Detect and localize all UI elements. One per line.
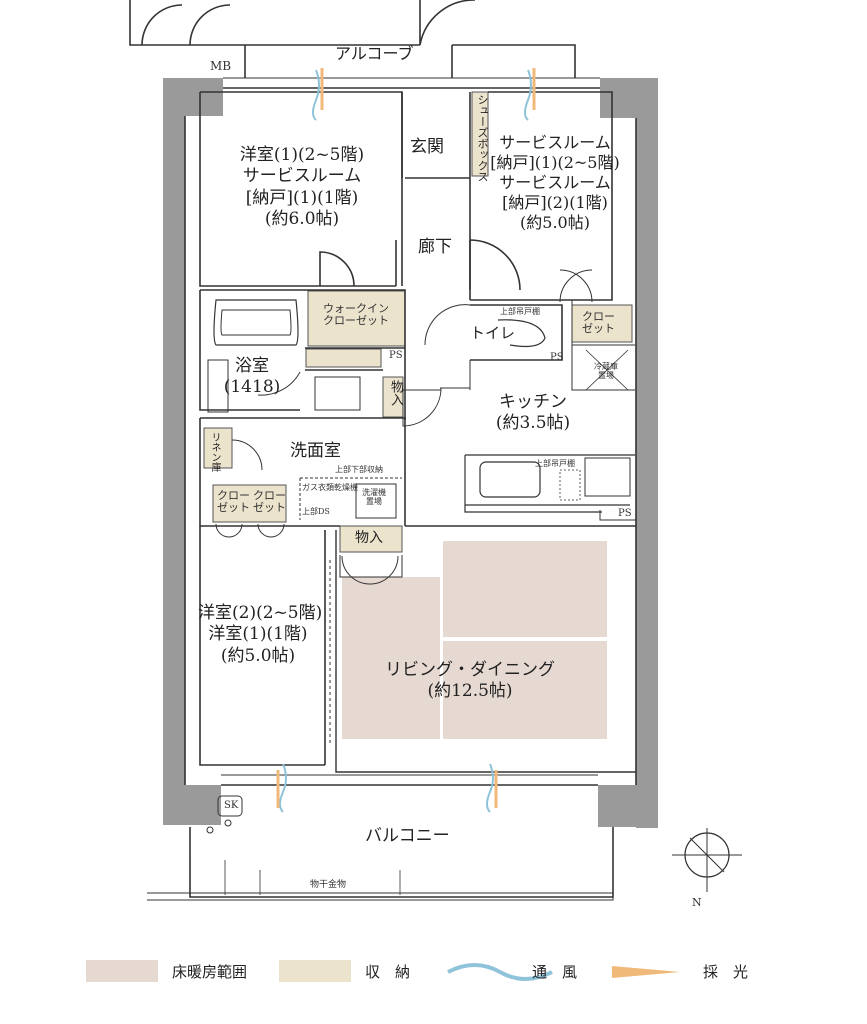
label-linen: リネン庫	[209, 432, 220, 472]
label-mb: MB	[210, 59, 232, 73]
label-living-dining: リビング・ダイニング(約12.5帖)	[385, 660, 555, 702]
label-closet-1: クローゼット	[217, 489, 250, 515]
label-shoe-box: シューズボックス	[476, 94, 489, 182]
floor-heating-area	[342, 541, 607, 739]
legend-swatch-storage	[279, 960, 351, 982]
label-ps-2: PS	[550, 352, 564, 363]
label-washroom: 洗面室	[290, 441, 341, 461]
label-upper-shelf-2: 上部吊戸棚	[535, 459, 575, 468]
legend-light: 採 光	[703, 962, 749, 981]
label-western-room-2: 洋室(2)(2~5階)洋室(1)(1階)(約5.0帖)	[198, 603, 323, 666]
legend-swatch-ventilation	[447, 963, 553, 981]
label-closet-2: クローゼット	[253, 489, 286, 515]
legend-ventilation: 通 風	[532, 962, 578, 981]
label-balcony: バルコニー	[365, 826, 450, 846]
label-storage-2: 物入	[355, 530, 383, 546]
label-corridor: 廊下	[418, 237, 452, 257]
legend-floor-heating: 床暖房範囲	[172, 962, 248, 981]
label-alcove: アルコーブ	[335, 44, 414, 63]
legend-storage: 収 納	[365, 962, 411, 981]
label-closet-kitchen: クローゼット	[582, 310, 615, 336]
label-toilet: トイレ	[470, 324, 516, 342]
label-gas-dryer: ガス衣類乾燥機	[302, 483, 358, 492]
label-ps-3: PS	[618, 508, 632, 519]
label-bath: 浴室(1418)	[223, 356, 281, 398]
label-storage-1: 物入	[388, 380, 403, 406]
exterior-walls	[163, 78, 658, 828]
label-walk-in-closet: ウォークインクローゼット	[323, 302, 389, 328]
label-ps-1: PS	[389, 350, 403, 361]
legend-swatch-floor-heating	[86, 960, 158, 982]
label-kitchen: キッチン(約3.5帖)	[495, 392, 571, 434]
legend-swatch-light	[612, 966, 680, 978]
label-western-room-1: 洋室(1)(2~5階)サービスルーム[納戸](1)(1階)(約6.0帖)	[239, 145, 365, 229]
label-sk: SK	[224, 800, 239, 811]
light-markers	[276, 68, 536, 808]
label-upper-ds: 上部DS	[302, 507, 330, 516]
label-service-room: サービスルーム[納戸](1)(2~5階)サービスルーム[納戸](2)(1階)(約…	[490, 133, 620, 232]
label-upper-shelf-1: 上部吊戸棚	[500, 307, 540, 316]
label-laundry-hanger: 物干金物	[310, 880, 347, 890]
label-fridge: 冷蔵庫置場	[594, 362, 618, 380]
label-entrance: 玄関	[410, 137, 444, 157]
ventilation-markers	[279, 69, 532, 813]
label-washer: 洗濯機置場	[362, 488, 386, 506]
label-north: N	[692, 896, 702, 909]
label-under-storage: 上部下部収納	[335, 465, 383, 474]
